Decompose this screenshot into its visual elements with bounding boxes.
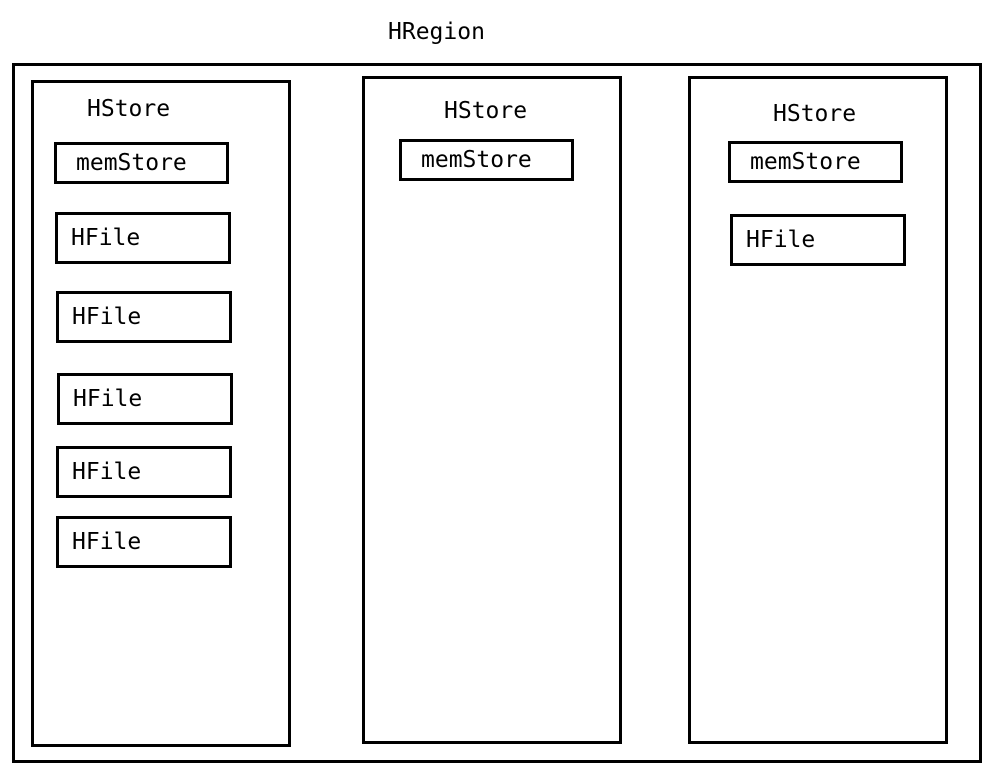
hfile-label: HFile: [72, 459, 142, 485]
hfile-box: HFile: [56, 446, 232, 498]
hfile-label: HFile: [71, 225, 141, 251]
hfile-box: HFile: [56, 291, 232, 343]
hfile-label: HFile: [72, 529, 142, 555]
memstore-label: memStore: [421, 147, 532, 173]
memstore-label: memStore: [76, 150, 187, 176]
hfile-label: HFile: [73, 386, 143, 412]
hfile-box: HFile: [57, 373, 233, 425]
hstore-box-3: [688, 76, 948, 744]
hfile-box: HFile: [55, 212, 231, 264]
hfile-label: HFile: [72, 304, 142, 330]
hfile-box: HFile: [730, 214, 906, 266]
hfile-label: HFile: [746, 227, 816, 253]
hstore-title-1: HStore: [87, 96, 171, 122]
hstore-title-3: HStore: [773, 101, 857, 127]
memstore-box-1: memStore: [54, 142, 229, 184]
memstore-box-2: memStore: [399, 139, 574, 181]
hfile-box: HFile: [56, 516, 232, 568]
hstore-box-2: [362, 76, 622, 744]
hregion-title: HRegion: [388, 19, 485, 45]
memstore-label: memStore: [750, 149, 861, 175]
hstore-title-2: HStore: [444, 98, 528, 124]
memstore-box-3: memStore: [728, 141, 903, 183]
